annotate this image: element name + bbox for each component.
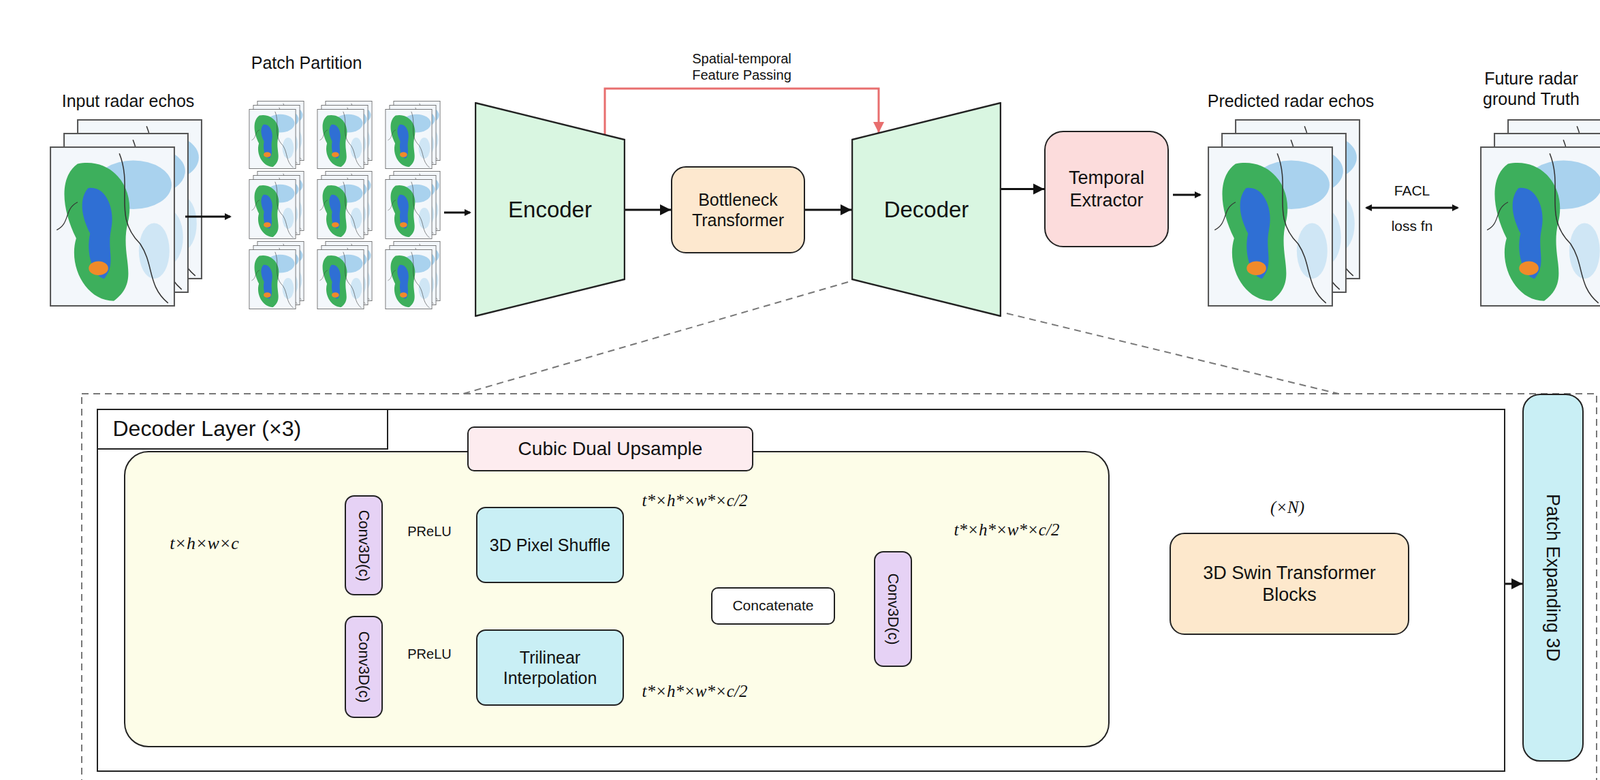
upsample-region: Cubic Dual UpsampleConv3D(c)Conv3D(c)3D … — [123, 450, 1110, 748]
connector-arrow — [1001, 183, 1045, 195]
conv-box: Conv3D(c) — [344, 495, 383, 596]
temporal-box: Temporal Extractor — [1044, 130, 1169, 248]
text-holder: Conv3D(c) — [351, 502, 376, 589]
text-holder: Patch Expanding 3D — [1529, 400, 1577, 755]
swin-box: 3D Swin Transformer Blocks — [1169, 532, 1410, 635]
caption-label: FACL — [1394, 181, 1431, 199]
predicted-radar-stack — [1208, 119, 1360, 306]
radar-patch — [317, 108, 364, 169]
caption-label: Patch Partition — [251, 52, 363, 73]
radar-patch — [385, 108, 432, 169]
conv-box: Conv3D(c) — [873, 551, 913, 667]
caption-label: loss fn — [1391, 217, 1434, 235]
node-label: Trilinear Interpolation — [485, 647, 615, 688]
connector-line — [604, 88, 879, 135]
node-label: Conv3D(c) — [354, 630, 373, 703]
zoom-leaders — [81, 281, 1597, 780]
conv-box: Conv3D(c) — [344, 615, 383, 718]
node-label: Concatenate — [732, 596, 814, 614]
node-label: Decoder — [884, 196, 970, 224]
skip-connection — [604, 88, 885, 135]
caption-label: Future radar ground Truth — [1466, 68, 1596, 109]
radar-patch — [249, 108, 296, 169]
node-label: Conv3D(c) — [884, 572, 902, 645]
flow-arrows — [185, 194, 1458, 217]
radar-patch — [317, 249, 364, 309]
patch-grid — [249, 100, 441, 309]
arrowhead — [1033, 183, 1045, 195]
node-label: 3D Pixel Shuffle — [489, 534, 611, 556]
title-tab: Cubic Dual Upsample — [467, 426, 754, 472]
trapezoid-outline — [852, 102, 1001, 317]
radar-patch — [385, 179, 432, 239]
text-holder: Bottleneck Transformer — [680, 175, 796, 244]
edge-label: Spatial-temporal Feature Passing — [671, 50, 812, 84]
text-holder: 3D Swin Transformer Blocks — [1179, 542, 1400, 626]
pixel-shuffle-box: 3D Pixel Shuffle — [476, 506, 624, 584]
connector-arrow — [625, 204, 671, 216]
trapezoid-outline — [475, 102, 625, 317]
radar-patch — [249, 249, 296, 309]
patch-expand-box: Patch Expanding 3D — [1522, 393, 1584, 762]
arrowhead — [1511, 578, 1523, 590]
caption-label: Predicted radar echos — [1207, 90, 1375, 112]
ground-truth-stack — [1480, 119, 1600, 306]
frame-title: Decoder Layer (×3) — [113, 415, 302, 442]
node-label: 3D Swin Transformer Blocks — [1179, 561, 1400, 607]
frame-title: Cubic Dual Upsample — [518, 437, 703, 461]
radar-patch — [317, 179, 364, 239]
decoder-block: Decoder — [851, 102, 1002, 317]
arrowhead — [873, 121, 885, 133]
input-radar-stack — [50, 119, 202, 306]
caption-label: Input radar echos — [61, 90, 195, 112]
bottleneck-box: Bottleneck Transformer — [670, 166, 806, 254]
title-tab: Decoder Layer (×3) — [96, 408, 389, 450]
arrowhead — [660, 204, 671, 216]
interpolation-box: Trilinear Interpolation — [476, 629, 624, 706]
radar-patch — [249, 179, 296, 239]
text-holder: Encoder — [482, 110, 618, 309]
node-label: Temporal Extractor — [1053, 166, 1160, 212]
node-label: Conv3D(c) — [354, 509, 373, 582]
text-holder: Decoder — [859, 110, 994, 309]
concat-box: Concatenate — [711, 587, 836, 625]
encoder-block: Encoder — [474, 102, 626, 317]
radar-patch — [385, 249, 432, 309]
text-holder: Trilinear Interpolation — [485, 638, 615, 697]
text-holder: 3D Pixel Shuffle — [485, 516, 615, 574]
text-holder: Temporal Extractor — [1053, 140, 1160, 238]
text-holder: Conv3D(c) — [880, 557, 906, 661]
node-label: Patch Expanding 3D — [1542, 493, 1564, 662]
node-label: Encoder — [508, 196, 592, 224]
text-holder: Conv3D(c) — [351, 622, 376, 712]
decoder-layer-frame: Decoder Layer (×3) Cubic Dual UpsampleCon… — [96, 408, 1506, 772]
text-holder: Concatenate — [720, 596, 826, 616]
node-label: Bottleneck Transformer — [680, 189, 796, 231]
connector-arrow — [805, 204, 852, 216]
arrowhead — [840, 204, 852, 216]
